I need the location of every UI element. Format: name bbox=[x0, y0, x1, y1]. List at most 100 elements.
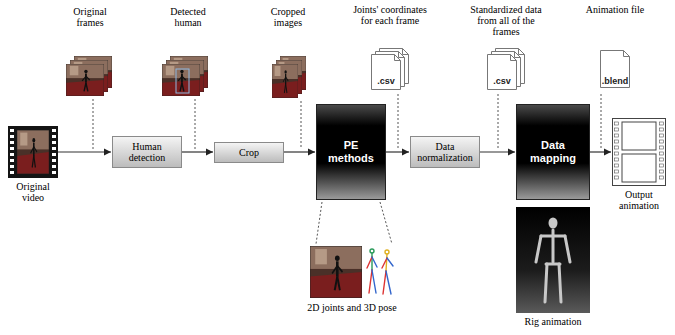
file-caption: Joints' coordinates for each frame bbox=[352, 4, 428, 44]
pose-skeleton bbox=[369, 270, 372, 293]
pose-skeleton bbox=[372, 257, 377, 267]
image-caption: Cropped images bbox=[258, 6, 318, 28]
file-icon bbox=[395, 55, 401, 61]
film-icon bbox=[52, 141, 56, 144]
leader-lines bbox=[498, 94, 499, 149]
leader-lines bbox=[195, 99, 196, 149]
film-icon bbox=[660, 164, 664, 167]
film-icon bbox=[613, 119, 666, 186]
file-icon bbox=[519, 49, 525, 55]
node-caption: Output animation bbox=[612, 189, 666, 211]
rig-animation-image bbox=[541, 235, 565, 238]
film-icon bbox=[10, 153, 14, 156]
process-box: Data normalization bbox=[410, 136, 480, 168]
film-icon bbox=[52, 135, 56, 138]
pose-skeleton bbox=[383, 271, 386, 294]
file-icon bbox=[601, 51, 630, 88]
detected-human-stack bbox=[176, 69, 189, 93]
file-icon bbox=[624, 51, 630, 57]
flow-arrow bbox=[480, 151, 515, 152]
film-icon bbox=[660, 146, 664, 149]
film-icon bbox=[615, 122, 619, 125]
film-icon bbox=[660, 140, 664, 143]
film-icon bbox=[8, 126, 58, 178]
film-icon bbox=[10, 129, 14, 132]
rig-animation-image bbox=[536, 236, 541, 262]
cropped-images-stack bbox=[272, 56, 306, 98]
pose-skeleton bbox=[372, 270, 376, 293]
rig-animation-image bbox=[516, 207, 590, 313]
film-icon bbox=[660, 122, 664, 125]
film-icon bbox=[615, 146, 619, 149]
node-text: Human detection bbox=[116, 141, 178, 163]
film-icon bbox=[52, 129, 56, 132]
leader-lines bbox=[93, 99, 94, 149]
film-icon bbox=[52, 153, 56, 156]
flow-arrow bbox=[386, 151, 409, 152]
image-caption: Original frames bbox=[62, 6, 118, 28]
pose-skeleton bbox=[382, 258, 387, 268]
flow-arrow bbox=[182, 151, 213, 152]
flow-arrow bbox=[590, 151, 611, 152]
file-icon bbox=[488, 55, 517, 90]
leader-lines bbox=[398, 94, 399, 149]
rig-animation-image bbox=[565, 236, 570, 262]
file-icon: Joints' coordinates for each frame.csv bbox=[352, 4, 428, 90]
file-icon: Animation file.blend bbox=[585, 4, 645, 90]
file-extension: .csv bbox=[487, 76, 517, 86]
film-icon bbox=[10, 171, 14, 174]
file-icon bbox=[372, 55, 401, 90]
image-caption: Rig animation bbox=[508, 316, 598, 327]
film-icon bbox=[10, 165, 14, 168]
flow-arrow bbox=[58, 151, 111, 152]
film-icon bbox=[660, 158, 664, 161]
file-icon bbox=[511, 55, 517, 61]
pose-skeleton bbox=[367, 257, 372, 268]
film-icon bbox=[10, 141, 14, 144]
leader-lines bbox=[301, 101, 302, 149]
film-icon bbox=[660, 128, 664, 131]
film-icon bbox=[8, 126, 58, 178]
node-text: PE methods bbox=[321, 139, 381, 165]
detected-human-stack bbox=[162, 56, 208, 96]
film-icon bbox=[615, 140, 619, 143]
file-icon-frame: .csv bbox=[487, 48, 525, 90]
file-icon bbox=[399, 52, 405, 58]
input-video-icon: Original video bbox=[8, 126, 58, 203]
film-icon bbox=[10, 135, 14, 138]
film-icon bbox=[52, 159, 56, 162]
process-box: Human detection bbox=[112, 136, 182, 168]
film-icon bbox=[622, 122, 656, 150]
file-icon bbox=[515, 52, 521, 58]
rig-animation-image bbox=[536, 218, 570, 303]
film-icon bbox=[660, 134, 664, 137]
film-icon bbox=[660, 176, 664, 179]
node-text: Data mapping bbox=[521, 139, 585, 165]
film-icon bbox=[660, 152, 664, 155]
film-icon bbox=[660, 170, 664, 173]
output-video-icon: Output animation bbox=[612, 118, 666, 211]
flow-arrow bbox=[284, 151, 315, 152]
film-icon bbox=[615, 176, 619, 179]
rig-animation-image bbox=[545, 264, 547, 302]
film-icon bbox=[10, 159, 14, 162]
pose-skeleton bbox=[367, 249, 393, 294]
film-icon bbox=[615, 164, 619, 167]
film-icon bbox=[615, 158, 619, 161]
film-icon bbox=[612, 118, 666, 186]
file-caption: Animation file bbox=[585, 4, 645, 44]
method-box: Data mapping bbox=[516, 104, 590, 200]
file-caption: Standardized data from all of the frames bbox=[466, 4, 546, 44]
film-icon bbox=[615, 134, 619, 137]
node-text: Crop bbox=[218, 147, 280, 158]
pose-output-image bbox=[310, 246, 362, 298]
rig-animation-image bbox=[559, 264, 561, 302]
film-icon bbox=[615, 170, 619, 173]
film-icon bbox=[52, 165, 56, 168]
leader-lines bbox=[380, 202, 392, 244]
process-box: Crop bbox=[214, 142, 284, 163]
film-icon bbox=[10, 147, 14, 150]
detected-human-stack bbox=[162, 64, 200, 96]
film-icon bbox=[52, 171, 56, 174]
